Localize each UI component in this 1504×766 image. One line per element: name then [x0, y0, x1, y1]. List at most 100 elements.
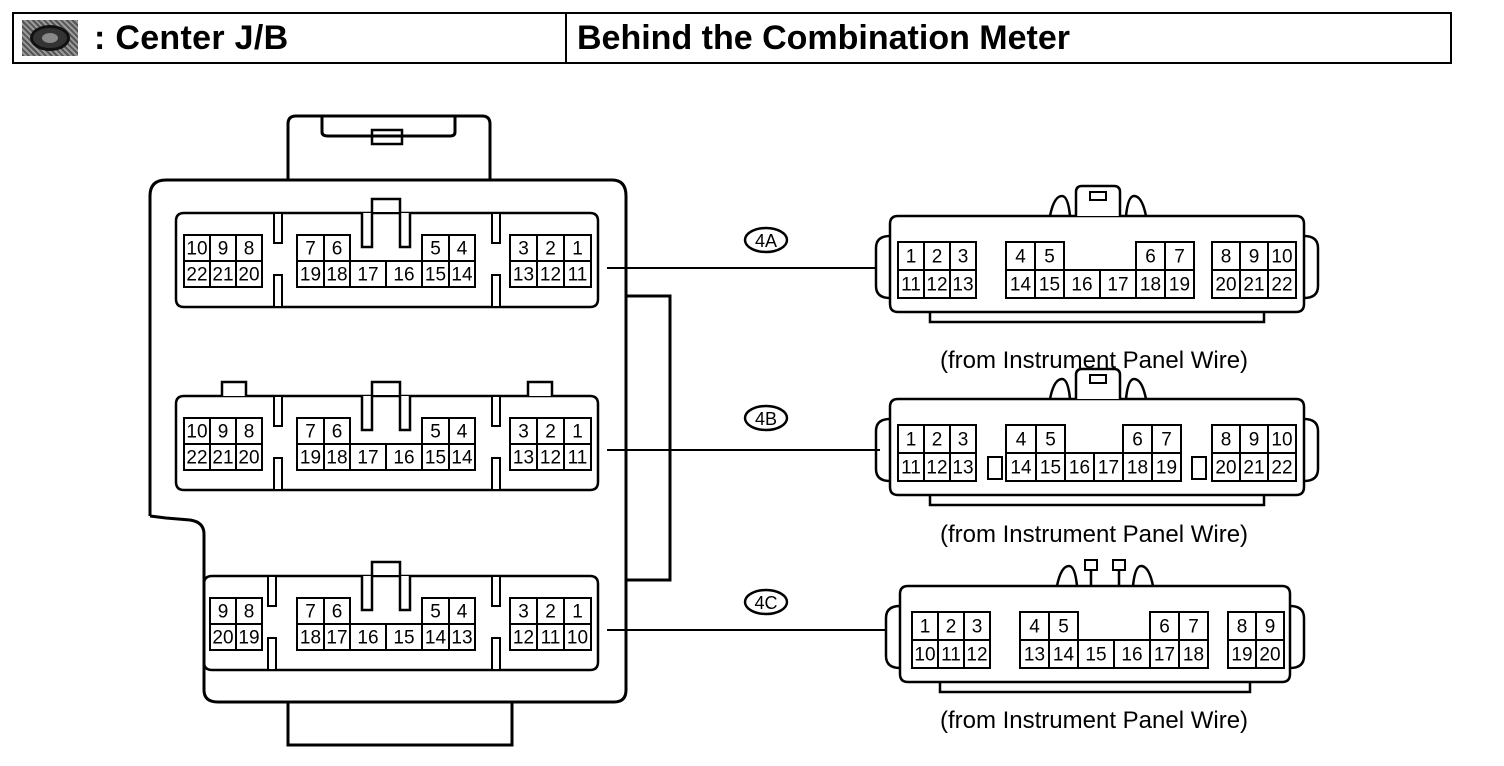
pin-cell: 17: [349, 260, 387, 288]
connector-caption: (from Instrument Panel Wire): [940, 521, 1248, 548]
pin-cell-box: [923, 269, 951, 299]
pin-cell: 20: [1211, 269, 1241, 299]
pin-cell: 13: [1019, 639, 1050, 669]
pin-cell-box: [949, 269, 977, 299]
pin-cell: 15: [1035, 452, 1066, 482]
pin-number: 20: [212, 628, 233, 649]
pin-cell-box: [1267, 452, 1297, 482]
pin-number: 8: [1221, 247, 1232, 268]
connector-housing: [174, 211, 600, 309]
header-location-cell: Behind the Combination Meter: [567, 14, 1450, 62]
bottom-skirt: [938, 682, 1252, 694]
pin-cell: 8: [1211, 241, 1241, 271]
pin-number: 2: [932, 247, 943, 268]
pin-number: 14: [1053, 645, 1075, 666]
pin-number: 19: [300, 265, 321, 286]
pin-cell-box: [923, 452, 951, 482]
lock-arc: [1055, 564, 1079, 587]
pin-cell: 13: [509, 443, 538, 471]
pin-number: 7: [305, 602, 316, 623]
pin-number: 21: [1243, 275, 1264, 296]
pin-cell: 8: [1227, 611, 1257, 641]
pin-cell: 18: [1178, 639, 1209, 669]
pin-cell-box: [235, 443, 263, 471]
pin-number: 13: [513, 265, 534, 286]
pin-cell: 13: [949, 452, 977, 482]
pin-number: 9: [218, 602, 229, 623]
pin-cell-box: [296, 597, 325, 625]
pin-cell-box: [448, 597, 476, 625]
pin-cell: 8: [235, 597, 263, 625]
pin-cell: 14: [1005, 269, 1036, 299]
pin-number: 21: [1243, 458, 1264, 479]
pin-cell: 7: [1164, 241, 1195, 271]
header-bar: : Center J/B Behind the Combination Mete…: [12, 12, 1452, 64]
pin-number: 11: [541, 628, 561, 649]
pin-number: 11: [568, 448, 588, 469]
pin-number: 11: [901, 458, 921, 479]
pin-number: 20: [1259, 645, 1280, 666]
pin-cell: 1: [911, 611, 939, 641]
pin-cell: 6: [1149, 611, 1180, 641]
pin-cell: 21: [209, 443, 237, 471]
pin-number: 5: [1058, 617, 1069, 638]
pin-number: 15: [393, 628, 414, 649]
pin-cell: 15: [421, 443, 450, 471]
pin-number: 18: [1183, 645, 1204, 666]
pin-cell-box: [1267, 269, 1297, 299]
pin-number: 20: [1215, 275, 1236, 296]
pin-cell-box: [323, 597, 351, 625]
pin-cell: 5: [421, 417, 450, 445]
pin-cell: 11: [563, 443, 592, 471]
pin-number: 4: [457, 602, 468, 623]
pin-number: 9: [1249, 430, 1260, 451]
pin-cell: 16: [1064, 452, 1095, 482]
pin-number: 8: [1221, 430, 1232, 451]
side-lug: [1303, 234, 1320, 300]
pin-cell: 9: [209, 234, 237, 262]
empty-cavity: [1191, 456, 1207, 480]
pin-cell: 1: [563, 417, 592, 445]
pin-number: 16: [1069, 458, 1090, 479]
pin-number: 5: [1044, 247, 1055, 268]
pin-number: 10: [186, 422, 207, 443]
pin-cell-box: [385, 443, 423, 471]
pin-cell-box: [1239, 452, 1269, 482]
pin-number: 22: [1271, 458, 1292, 479]
pin-cell-box: [448, 417, 476, 445]
pin-cell: 22: [183, 443, 211, 471]
pin-cell-box: [563, 234, 592, 262]
pin-cell: 15: [1077, 639, 1115, 669]
pin-cell: 2: [536, 417, 565, 445]
pin-cell-box: [1255, 639, 1285, 669]
pin-cell-box: [323, 234, 351, 262]
pin-cell: 3: [963, 611, 991, 641]
pin-number: 13: [451, 628, 472, 649]
connector-housing: [888, 397, 1306, 497]
pin-number: 11: [941, 645, 961, 666]
pin-number: 9: [1265, 617, 1276, 638]
pin-cell: 17: [1149, 639, 1180, 669]
pin-cell: 17: [349, 443, 387, 471]
separator-slot: [491, 637, 501, 671]
pin-number: 19: [1231, 645, 1252, 666]
lock-arc: [1048, 377, 1072, 400]
pin-number: 18: [1140, 275, 1161, 296]
pin-cell: 6: [323, 597, 351, 625]
pin-cell: 19: [1227, 639, 1257, 669]
pin-number: 19: [1169, 275, 1190, 296]
location-label: Behind the Combination Meter: [577, 18, 1070, 57]
pin-cell: 11: [536, 623, 565, 651]
latch-head: [1112, 559, 1126, 571]
pin-number: 5: [430, 239, 441, 260]
pin-number: 9: [1249, 247, 1260, 268]
pin-cell: 19: [1164, 269, 1195, 299]
pin-cell: 7: [296, 234, 325, 262]
pin-cell: 6: [323, 234, 351, 262]
side-lug: [1289, 604, 1306, 670]
pin-cell: 4: [1019, 611, 1050, 641]
pin-cell-box: [563, 443, 592, 471]
connector-latch: [360, 380, 412, 432]
pin-number: 7: [305, 239, 316, 260]
